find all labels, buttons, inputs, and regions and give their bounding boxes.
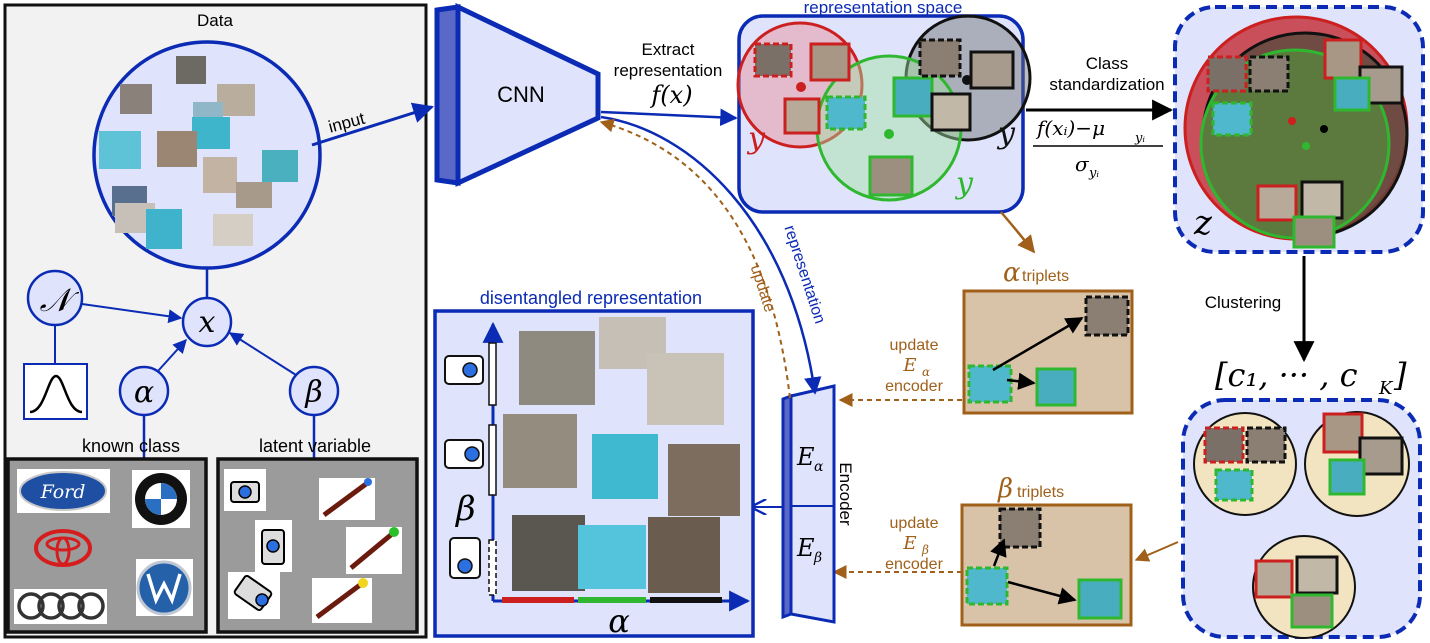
beta-camera-icons bbox=[444, 355, 484, 579]
svg-text:f(xᵢ)−μ: f(xᵢ)−μ bbox=[1035, 116, 1105, 140]
svg-text:K: K bbox=[1378, 378, 1394, 399]
svg-text:encoder: encoder bbox=[885, 556, 943, 573]
disentangled-panel: disentangled representation α β bbox=[433, 288, 755, 640]
svg-text:update: update bbox=[890, 337, 939, 354]
z-car-thumbnails bbox=[1206, 38, 1404, 249]
input-arrow bbox=[311, 102, 435, 147]
clusters-panel bbox=[1181, 398, 1422, 639]
update-beta-label: update E β encoder bbox=[885, 515, 943, 573]
svg-text:[c₁, ··· , c: [c₁, ··· , c bbox=[1215, 356, 1358, 394]
svg-text:yᵢ: yᵢ bbox=[1088, 166, 1099, 181]
representation-space: representation space y y y bbox=[736, 0, 1032, 214]
svg-text:α: α bbox=[922, 365, 930, 379]
update-cnn-arrow bbox=[599, 118, 791, 399]
alpha-triplets-symbol: α bbox=[1003, 258, 1021, 288]
clustering-label: Clustering bbox=[1205, 293, 1282, 312]
svg-text:σ: σ bbox=[1075, 152, 1090, 176]
representation-space-title: representation space bbox=[804, 0, 963, 17]
z-space: z bbox=[1173, 5, 1425, 254]
vw-logo bbox=[136, 559, 193, 616]
E-beta: E bbox=[796, 534, 815, 562]
latent-variable-label: latent variable bbox=[259, 436, 371, 456]
extract-label-2: representation bbox=[614, 61, 723, 80]
extract-label-1: Extract bbox=[642, 40, 695, 59]
update-feedback-label: update bbox=[747, 263, 778, 315]
encoder-block: E α E β Encoder bbox=[781, 384, 855, 624]
disentangled-title: disentangled representation bbox=[480, 288, 702, 308]
data-title: Data bbox=[197, 11, 233, 30]
beta-triplets-symbol: β bbox=[997, 474, 1013, 504]
standardization-label-1: Class bbox=[1086, 54, 1129, 73]
node-alpha-label: α bbox=[134, 375, 154, 410]
ford-logo: Ford bbox=[17, 469, 110, 513]
car-thumbnails bbox=[99, 56, 298, 249]
svg-text:yᵢ: yᵢ bbox=[1134, 131, 1145, 146]
toyota-logo bbox=[34, 529, 92, 567]
audi-logo bbox=[14, 589, 107, 624]
cnn-label: CNN bbox=[497, 82, 545, 107]
camera-icons bbox=[224, 469, 292, 619]
brush-icons bbox=[312, 478, 402, 623]
z-label: z bbox=[1193, 203, 1213, 243]
beta-triplets-label: triplets bbox=[1017, 484, 1064, 501]
node-x-label: x bbox=[199, 305, 216, 340]
svg-text:]: ] bbox=[1393, 356, 1407, 394]
y-red: y bbox=[746, 121, 766, 156]
encoder-label: Encoder bbox=[836, 462, 855, 526]
svg-text:Ford: Ford bbox=[40, 481, 86, 503]
bmw-logo bbox=[132, 470, 190, 528]
rep-to-alpha-triplets-arrow bbox=[1000, 211, 1036, 254]
y-black: y bbox=[996, 116, 1016, 151]
alpha-axis-label: α bbox=[608, 602, 630, 640]
node-x bbox=[181, 296, 233, 348]
disentangled-car-images bbox=[503, 317, 740, 593]
clusters-label: [c₁, ··· , c K ] bbox=[1215, 356, 1407, 399]
svg-text:α: α bbox=[814, 459, 824, 475]
clusters-to-beta-triplets-arrow bbox=[1134, 541, 1179, 562]
standardization-label-2: standardization bbox=[1049, 75, 1164, 94]
svg-text:β: β bbox=[921, 543, 929, 557]
fx-label: f(x) bbox=[649, 81, 692, 109]
svg-text:E: E bbox=[902, 355, 916, 376]
rep-car-thumbnails bbox=[753, 38, 1015, 197]
update-alpha-label: update E α encoder bbox=[885, 337, 943, 395]
extract-arrow bbox=[600, 108, 738, 127]
known-class-label: known class bbox=[82, 436, 180, 456]
beta-axis-label: β bbox=[454, 489, 476, 529]
svg-text:E: E bbox=[902, 533, 916, 554]
svg-text:β: β bbox=[813, 550, 822, 566]
svg-text:encoder: encoder bbox=[885, 378, 943, 395]
y-green: y bbox=[954, 166, 974, 201]
representation-feedback-label: representation bbox=[780, 223, 828, 326]
standardization-formula: f(xᵢ)−μ yᵢ σ yᵢ bbox=[1033, 116, 1163, 181]
alpha-triplets-label: triplets bbox=[1022, 268, 1069, 285]
E-alpha: E bbox=[796, 443, 815, 471]
cnn-block: CNN bbox=[434, 3, 601, 187]
node-beta-label: β bbox=[304, 375, 322, 410]
beta-triplets-box bbox=[960, 503, 1133, 627]
representation-arrow bbox=[600, 115, 822, 395]
data-panel: Data input x 𝒩 bbox=[3, 3, 435, 639]
alpha-triplets-box bbox=[962, 289, 1134, 415]
svg-text:update: update bbox=[890, 515, 939, 532]
gaussian-curve bbox=[29, 374, 83, 414]
